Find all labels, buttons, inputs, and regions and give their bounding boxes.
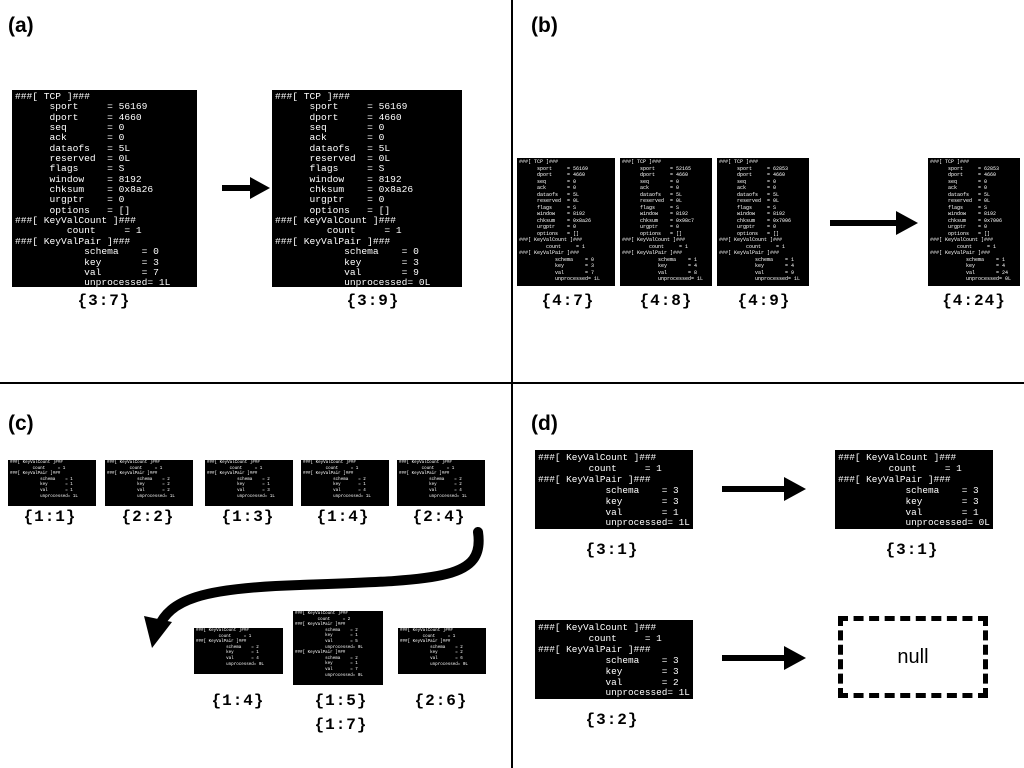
terminal-c-3: ###[ KeyValCount ]### count = 1 ###[ Key… xyxy=(205,460,293,506)
arrow-c-curve xyxy=(144,527,484,648)
caption-c-8: {2:6} xyxy=(414,692,468,710)
panel-label-c: (c) xyxy=(8,412,34,435)
terminal-c-7: ###[ KeyValCount ]### count = 2 ###[ Key… xyxy=(293,611,383,685)
terminal-c-8: ###[ KeyValCount ]### count = 1 ###[ Key… xyxy=(398,628,486,674)
arrow-b xyxy=(830,211,918,235)
caption-d-3: {3:2} xyxy=(585,711,639,729)
arrow-d-top xyxy=(722,477,806,501)
caption-c-5: {2:4} xyxy=(412,508,466,526)
caption-c-3: {1:3} xyxy=(221,508,275,526)
caption-a-right: {3:9} xyxy=(346,292,400,310)
terminal-c-1: ###[ KeyValCount ]### count = 1 ###[ Key… xyxy=(8,460,96,506)
caption-c-7b: {1:7} xyxy=(314,716,368,734)
horizontal-divider xyxy=(0,382,1024,384)
null-result-box: null xyxy=(838,616,988,698)
caption-b-out: {4:24} xyxy=(942,292,1006,310)
caption-c-6: {1:4} xyxy=(211,692,265,710)
terminal-b-3: ###[ TCP ]### sport = 62853 dport = 4660… xyxy=(717,158,809,286)
terminal-b-out: ###[ TCP ]### sport = 62853 dport = 4660… xyxy=(928,158,1020,286)
caption-a-left: {3:7} xyxy=(77,292,131,310)
caption-c-1: {1:1} xyxy=(23,508,77,526)
arrow-a xyxy=(222,177,270,199)
panel-label-b: (b) xyxy=(531,14,558,37)
caption-d-2: {3:1} xyxy=(885,541,939,559)
null-label: null xyxy=(897,645,929,668)
terminal-d-3: ###[ KeyValCount ]### count = 1 ###[ Key… xyxy=(535,620,693,699)
caption-c-4: {1:4} xyxy=(316,508,370,526)
terminal-c-5: ###[ KeyValCount ]### count = 1 ###[ Key… xyxy=(397,460,485,506)
arrow-d-bottom xyxy=(722,646,806,670)
caption-b-1: {4:7} xyxy=(541,292,595,310)
vertical-divider xyxy=(511,0,513,768)
panel-label-a: (a) xyxy=(8,14,34,37)
terminal-a-left: ###[ TCP ]### sport = 56169 dport = 4660… xyxy=(12,90,197,287)
terminal-b-1: ###[ TCP ]### sport = 56169 dport = 4660… xyxy=(517,158,615,286)
terminal-c-6: ###[ KeyValCount ]### count = 1 ###[ Key… xyxy=(194,628,283,674)
caption-d-1: {3:1} xyxy=(585,541,639,559)
terminal-a-right: ###[ TCP ]### sport = 56169 dport = 4660… xyxy=(272,90,462,287)
caption-c-7a: {1:5} xyxy=(314,692,368,710)
caption-c-2: {2:2} xyxy=(121,508,175,526)
caption-b-2: {4:8} xyxy=(639,292,693,310)
terminal-d-2: ###[ KeyValCount ]### count = 1 ###[ Key… xyxy=(835,450,993,529)
terminal-c-4: ###[ KeyValCount ]### count = 1 ###[ Key… xyxy=(301,460,389,506)
terminal-b-2: ###[ TCP ]### sport = 52165 dport = 4660… xyxy=(620,158,712,286)
panel-label-d: (d) xyxy=(531,412,558,435)
caption-b-3: {4:9} xyxy=(737,292,791,310)
terminal-c-2: ###[ KeyValCount ]### count = 1 ###[ Key… xyxy=(105,460,193,506)
terminal-d-1: ###[ KeyValCount ]### count = 1 ###[ Key… xyxy=(535,450,693,529)
